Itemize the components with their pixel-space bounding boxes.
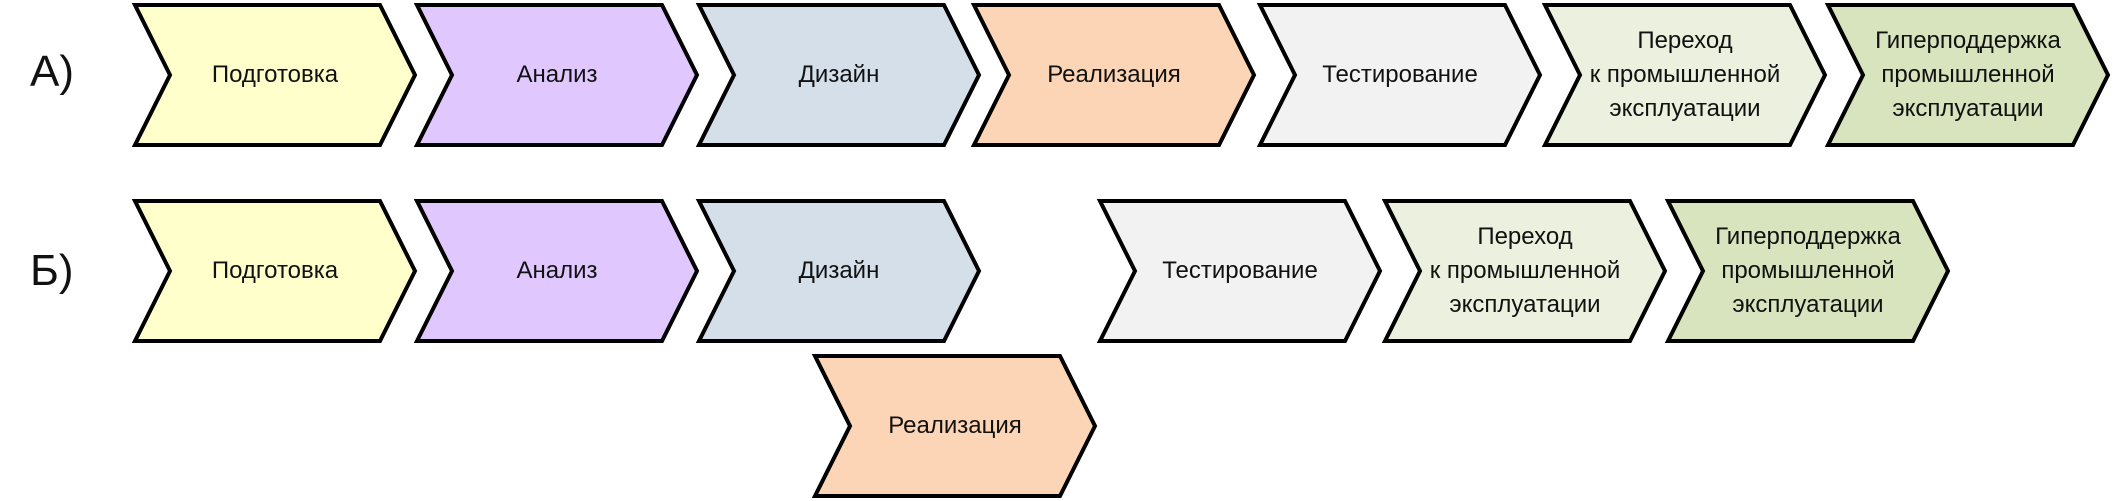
chevron-b-testing: [1096, 199, 1383, 343]
chevron-a-testing: [1256, 2, 1543, 147]
chevron-a-hypercare: [1824, 2, 2111, 147]
chevron-b-prep: [131, 199, 418, 343]
chevron-b-transition: [1381, 199, 1668, 343]
chevron-b-hypercare: [1664, 199, 1951, 343]
chevron-b-analysis: [413, 199, 700, 343]
chevron-b-design: [695, 199, 982, 343]
row-label-b: Б): [30, 246, 74, 295]
chevron-a-prep: [131, 2, 418, 147]
chevron-a-analysis: [413, 2, 700, 147]
chevron-a-impl: [970, 2, 1257, 147]
chevron-a-design: [695, 2, 982, 147]
chevron-a-transition: [1541, 2, 1828, 147]
row-label-a: А): [30, 47, 74, 96]
chevron-b-impl: [811, 354, 1098, 498]
